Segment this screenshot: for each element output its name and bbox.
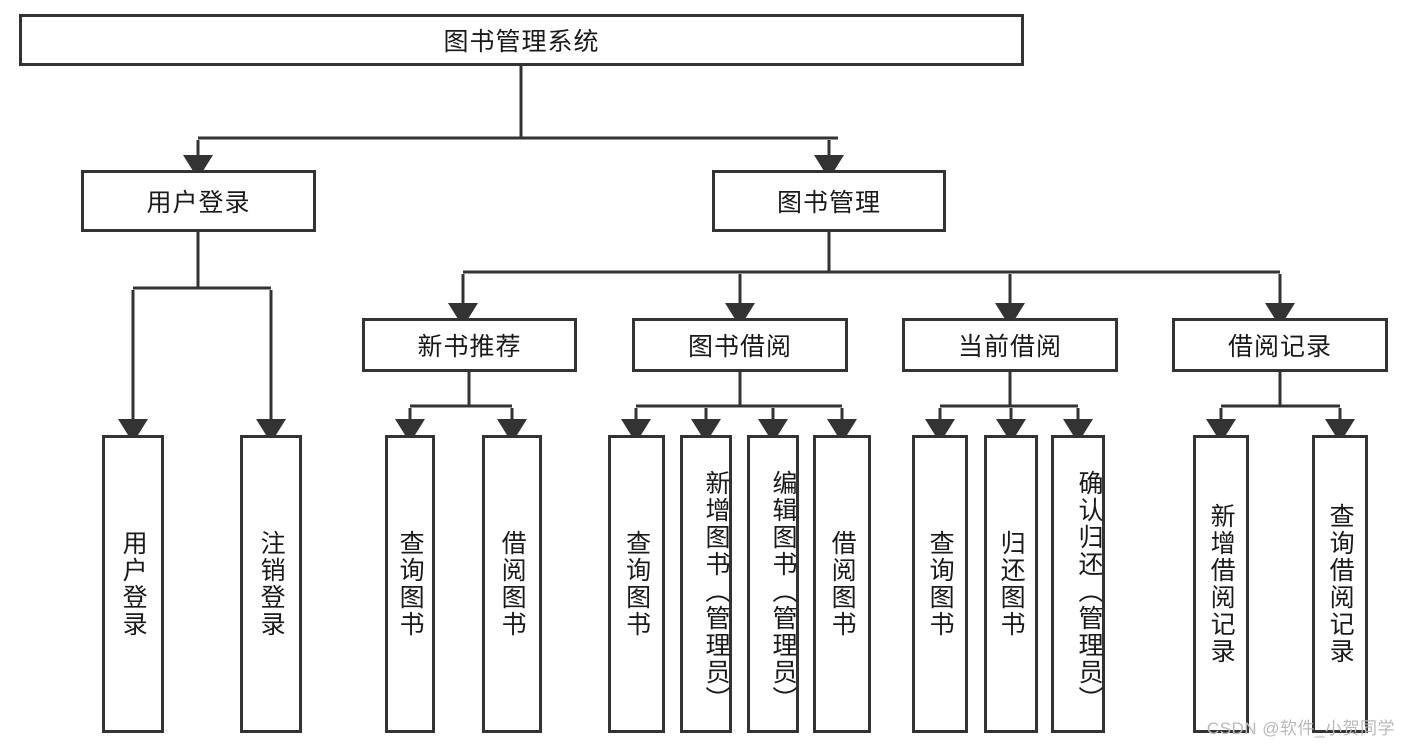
leaf-add-borrow-record[interactable]: 新增借阅记录	[1193, 435, 1249, 733]
node-borrow-record-label: 借阅记录	[1227, 333, 1332, 361]
leaf-edit-book-admin-label: 编辑图书（管理员）	[769, 469, 797, 713]
node-book-borrow-label: 图书借阅	[687, 333, 792, 361]
leaf-query-borrow-record-label: 查询借阅记录	[1326, 503, 1355, 665]
leaf-query-book-current-label: 查询图书	[926, 530, 955, 638]
leaf-query-book-recommend-label: 查询图书	[396, 530, 425, 638]
node-book-manage-label: 图书管理	[776, 189, 881, 217]
leaf-return-book[interactable]: 归还图书	[984, 435, 1038, 733]
node-root[interactable]: 图书管理系统	[19, 14, 1024, 66]
node-new-book-recommend-label: 新书推荐	[417, 333, 522, 361]
leaf-edit-book-admin[interactable]: 编辑图书（管理员）	[747, 435, 799, 733]
leaf-borrow-book-recommend-label: 借阅图书	[498, 530, 527, 638]
leaf-user-logout-label: 注销登录	[257, 530, 286, 638]
leaf-borrow-book-label: 借阅图书	[828, 530, 857, 638]
node-book-borrow[interactable]: 图书借阅	[632, 318, 848, 372]
node-book-manage[interactable]: 图书管理	[712, 170, 946, 232]
leaf-add-book-admin[interactable]: 新增图书（管理员）	[680, 435, 732, 733]
node-current-borrow[interactable]: 当前借阅	[902, 318, 1118, 372]
leaf-user-logout[interactable]: 注销登录	[240, 435, 302, 733]
node-current-borrow-label: 当前借阅	[957, 333, 1062, 361]
leaf-query-borrow-record[interactable]: 查询借阅记录	[1312, 435, 1368, 733]
watermark: CSDN @软件_小贺同学	[1206, 719, 1395, 738]
leaf-query-book-recommend[interactable]: 查询图书	[385, 435, 435, 733]
leaf-user-login-label: 用户登录	[119, 530, 148, 638]
leaf-confirm-return-admin[interactable]: 确认归还（管理员）	[1051, 435, 1105, 733]
node-user-login-label: 用户登录	[146, 189, 251, 217]
node-user-login[interactable]: 用户登录	[81, 170, 316, 232]
leaf-query-book-borrow-label: 查询图书	[622, 530, 651, 638]
leaf-query-book-current[interactable]: 查询图书	[912, 435, 968, 733]
node-borrow-record[interactable]: 借阅记录	[1172, 318, 1388, 372]
leaf-add-book-admin-label: 新增图书（管理员）	[702, 469, 730, 713]
leaf-return-book-label: 归还图书	[997, 530, 1026, 638]
leaf-add-borrow-record-label: 新增借阅记录	[1207, 503, 1236, 665]
node-new-book-recommend[interactable]: 新书推荐	[362, 318, 577, 372]
leaf-borrow-book[interactable]: 借阅图书	[813, 435, 871, 733]
leaf-user-login[interactable]: 用户登录	[102, 435, 164, 733]
leaf-confirm-return-admin-label: 确认归还（管理员）	[1075, 469, 1103, 713]
leaf-borrow-book-recommend[interactable]: 借阅图书	[482, 435, 542, 733]
leaf-query-book-borrow[interactable]: 查询图书	[608, 435, 665, 733]
node-root-label: 图书管理系统	[443, 28, 600, 56]
